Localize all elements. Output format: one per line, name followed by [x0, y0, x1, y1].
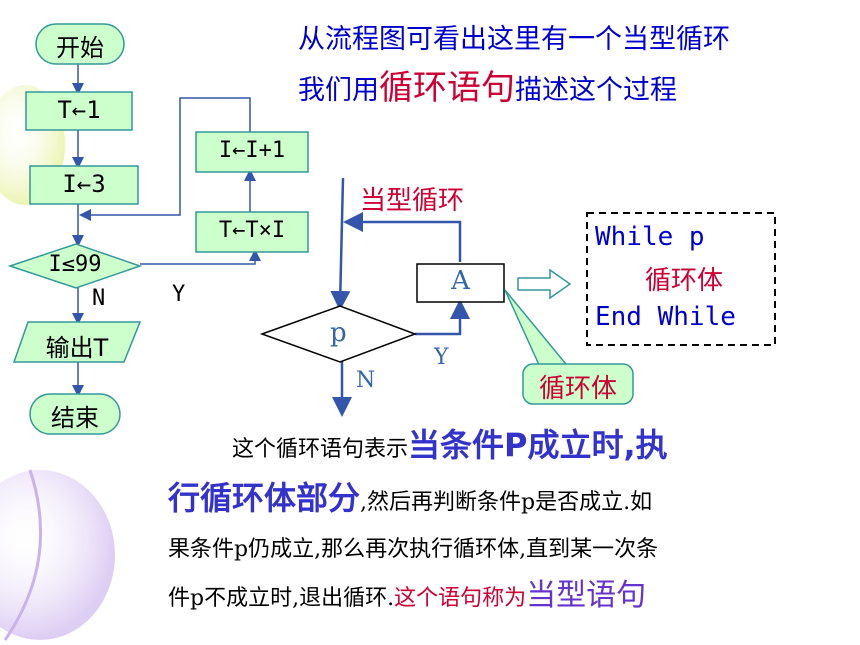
loop-body-shape	[416, 263, 505, 303]
paragraph-big-2: 行循环体部分	[168, 479, 361, 517]
start-label: 开始	[56, 34, 104, 62]
paragraph-line-2: 行循环体部分,然后再判断条件p是否成立.如	[168, 478, 652, 523]
paragraph-big-1: 当条件P成立时,执	[408, 426, 668, 464]
code-line-3: End While	[595, 302, 736, 332]
loop-title: 当型循环	[360, 186, 465, 216]
increment-label: I←I+1	[218, 138, 286, 163]
arrow-loop-back	[79, 97, 251, 221]
i-init-label: I←3	[62, 170, 106, 198]
output-label: 输出T	[45, 334, 109, 362]
bubble-line	[3, 469, 43, 641]
paragraph-text-2: ,然后再判断条件p是否成立.如	[360, 490, 653, 515]
loop-condition-label: p	[330, 318, 347, 348]
paragraph-text-4: 件p不成立时,退出循环.	[168, 586, 395, 611]
loop-body-label: A	[451, 266, 470, 296]
end-shape	[29, 393, 121, 435]
condition-yes-label: Y	[172, 282, 186, 307]
callout-label: 循环体	[538, 374, 617, 404]
i-init-shape	[29, 165, 139, 205]
arrow-cond-yes	[140, 249, 261, 265]
condition-shape	[7, 243, 143, 289]
heading-text-b: 描述这个过程	[515, 75, 677, 106]
multiply-shape	[195, 211, 309, 253]
condition-label: I≤99	[48, 252, 102, 277]
loop-no-label: N	[356, 368, 376, 393]
heading-line-1: 从流程图可看出这里有一个当型循环	[298, 24, 730, 55]
heading-highlight: 循环语句	[379, 68, 515, 108]
code-line-1: While p	[595, 222, 705, 252]
loop-yes-line	[415, 299, 470, 336]
t-init-shape	[25, 91, 133, 131]
loop-back-line	[343, 212, 462, 262]
output-shape	[12, 321, 142, 363]
paragraph-line-4: 件p不成立时,退出循环.这个语句称为当型语句	[168, 576, 646, 619]
end-label: 结束	[51, 404, 99, 432]
start-shape	[35, 23, 125, 65]
condition-no-label: N	[92, 286, 106, 311]
code-line-2: 循环体	[645, 266, 724, 296]
paragraph-line-1: 这个循环语句表示当条件P成立时,执	[232, 425, 668, 470]
loop-condition-shape	[259, 305, 418, 363]
increment-shape	[195, 131, 309, 173]
loop-entry-line	[330, 177, 351, 311]
heading-text-a: 我们用	[298, 75, 379, 106]
paragraph-text-1: 这个循环语句表示	[232, 437, 409, 462]
paragraph-purple: 当型语句	[526, 578, 647, 613]
paragraph-line-3: 果条件p仍成立,那么再次执行循环体,直到某一次条	[168, 537, 659, 562]
hollow-arrow	[517, 268, 572, 300]
multiply-label: T←T×I	[218, 218, 286, 243]
loop-yes-label: Y	[434, 345, 449, 370]
code-box	[586, 212, 776, 346]
t-init-label: T←1	[57, 96, 101, 124]
heading-line-2: 我们用循环语句描述这个过程	[298, 66, 677, 112]
paragraph-red: 这个语句称为	[394, 586, 527, 611]
callout-shape	[522, 363, 634, 405]
